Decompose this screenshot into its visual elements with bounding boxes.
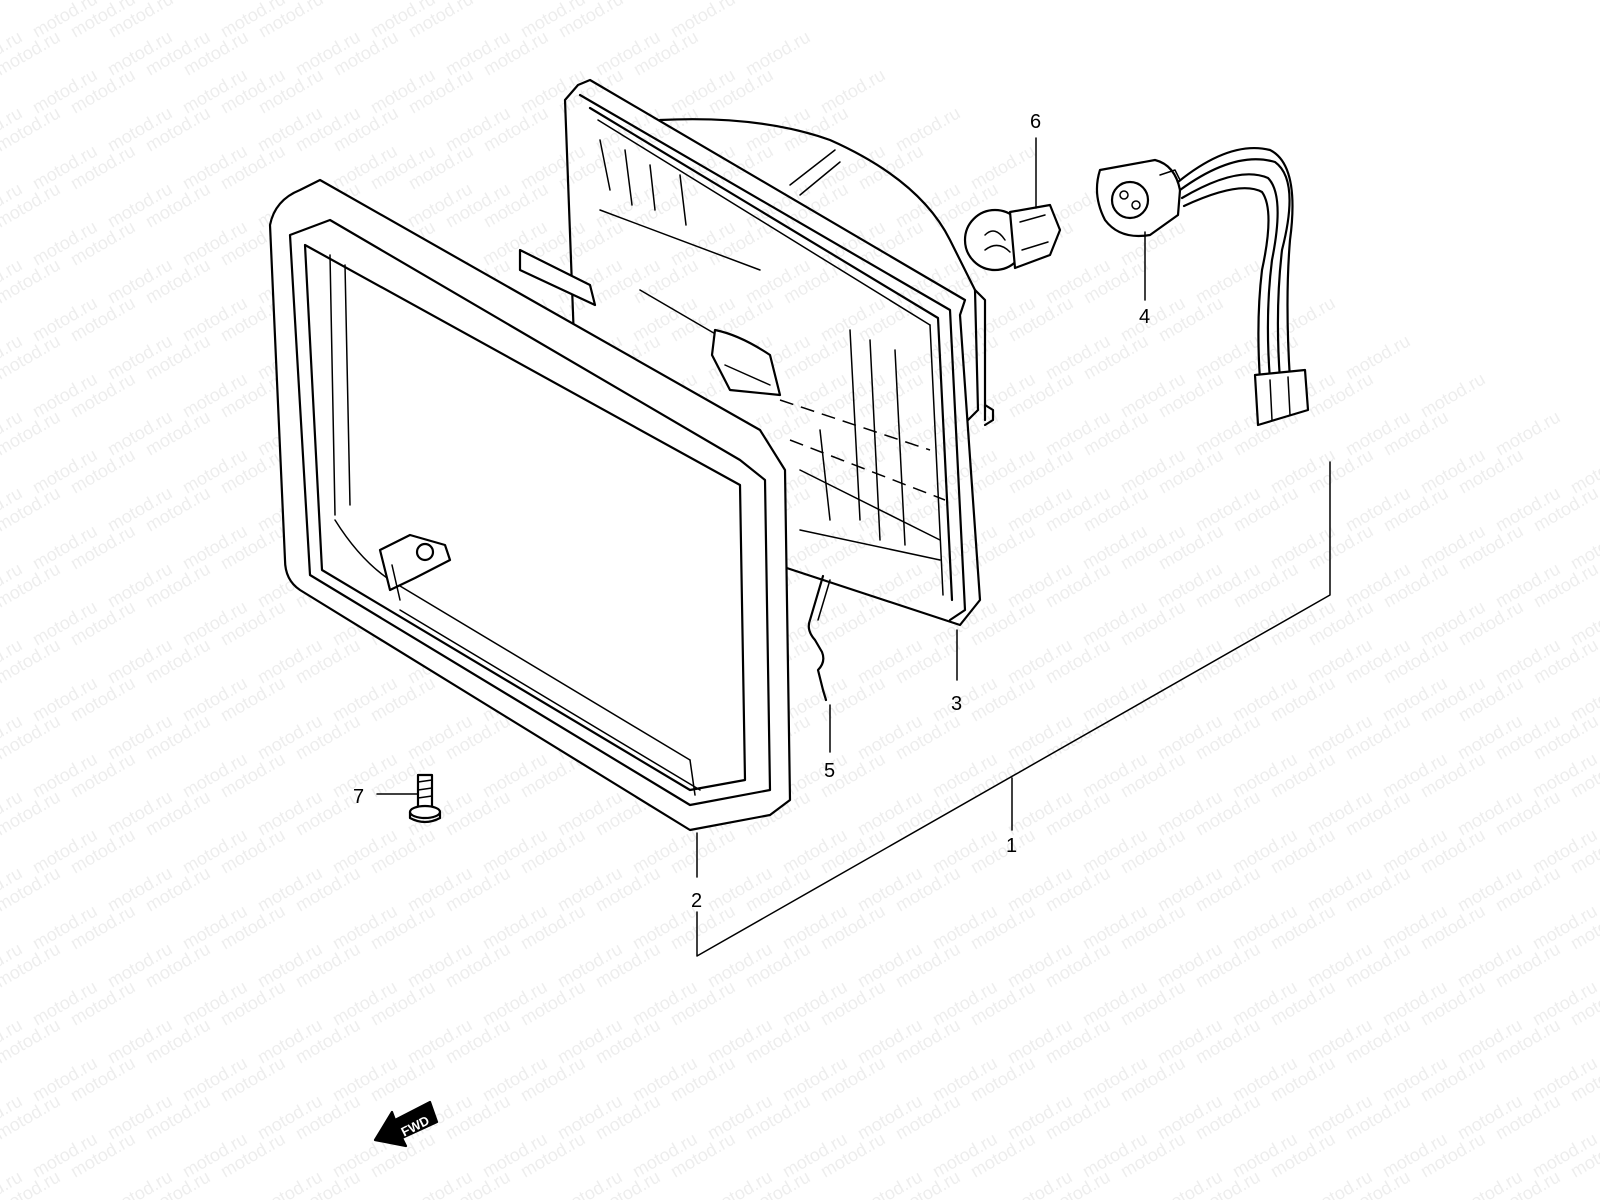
callout-5: 5	[824, 760, 835, 782]
headlight-rim	[268, 178, 792, 832]
spring-clip	[807, 574, 831, 702]
screw	[408, 773, 442, 824]
wire-harness	[1176, 146, 1310, 427]
callout-7: 7	[353, 786, 364, 808]
fwd-direction-arrow: FWD	[373, 1100, 439, 1148]
bulb-socket	[1095, 158, 1182, 238]
callout-4: 4	[1139, 306, 1150, 328]
headlight-housing	[658, 118, 995, 427]
callout-6: 6	[1030, 111, 1041, 133]
callout-3: 3	[951, 693, 962, 715]
callout-1: 1	[1006, 835, 1017, 857]
callout-2: 2	[691, 890, 702, 912]
headlight-bulb	[963, 203, 1062, 272]
